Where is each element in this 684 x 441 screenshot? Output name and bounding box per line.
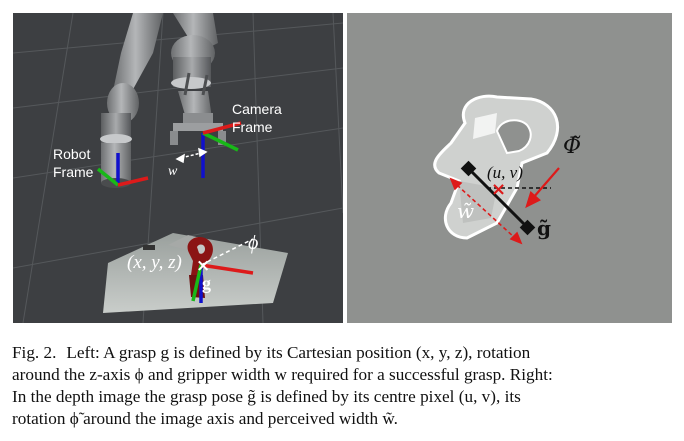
grasp-symbol: g: [202, 273, 211, 293]
grasp-center-marker: ×: [196, 256, 210, 276]
depth-width-symbol: w̃: [457, 199, 474, 223]
caption-line-3: In the depth image the grasp pose g̃ is …: [12, 387, 521, 406]
robot-scene-figure: Camera Frame Robot Frame w × (x, y, z) ϕ…: [13, 13, 343, 323]
robot-frame-axes: [96, 153, 149, 187]
depth-width-arrow: [449, 177, 523, 245]
depth-centre-label: (u, v): [487, 163, 523, 182]
robot-arm-left: [100, 13, 163, 188]
depth-grasp-bar: [460, 160, 536, 236]
camera-frame-axes: [201, 121, 242, 178]
camera-frame-label-line1: Camera: [232, 101, 282, 117]
depth-grasp-symbol: g̃: [537, 216, 551, 240]
depth-centre-marker: ×: [491, 179, 506, 200]
caption-text-1: Left: A grasp g is defined by its Cartes…: [66, 343, 531, 362]
grasp-axes: [191, 238, 254, 303]
depth-rotation-symbol: Φ̃: [563, 134, 581, 159]
robot-arm-right: [170, 13, 226, 145]
depth-object: [433, 94, 559, 240]
robot-frame-label-line2: Frame: [53, 164, 94, 180]
width-symbol: w: [168, 164, 178, 179]
figure-number: Fig. 2.: [12, 343, 57, 362]
depth-image-figure: × (u, v) Φ̃ w̃ g̃: [347, 13, 672, 323]
grid-floor: [13, 13, 343, 323]
depth-image-svg: × (u, v) Φ̃ w̃ g̃: [433, 94, 581, 245]
caption-line-2: around the z-axis ϕ and gripper width w …: [12, 365, 553, 384]
rotation-symbol: ϕ: [248, 232, 258, 254]
caption-line-4: rotation ϕ̃ around the image axis and pe…: [12, 409, 398, 428]
position-label: (x, y, z): [127, 252, 182, 273]
robot-frame-label-line1: Robot: [53, 146, 90, 162]
robot-scene-svg: Camera Frame Robot Frame w × (x, y, z) ϕ…: [13, 13, 343, 323]
caption-line-1: Fig. 2. Left: A grasp g is defined by its…: [12, 342, 672, 364]
depth-rotation-arrow: [525, 167, 560, 209]
width-arrow: [175, 147, 208, 164]
figure-caption: Fig. 2. Left: A grasp g is defined by its…: [12, 342, 672, 430]
camera-frame-label-line2: Frame: [232, 119, 273, 135]
